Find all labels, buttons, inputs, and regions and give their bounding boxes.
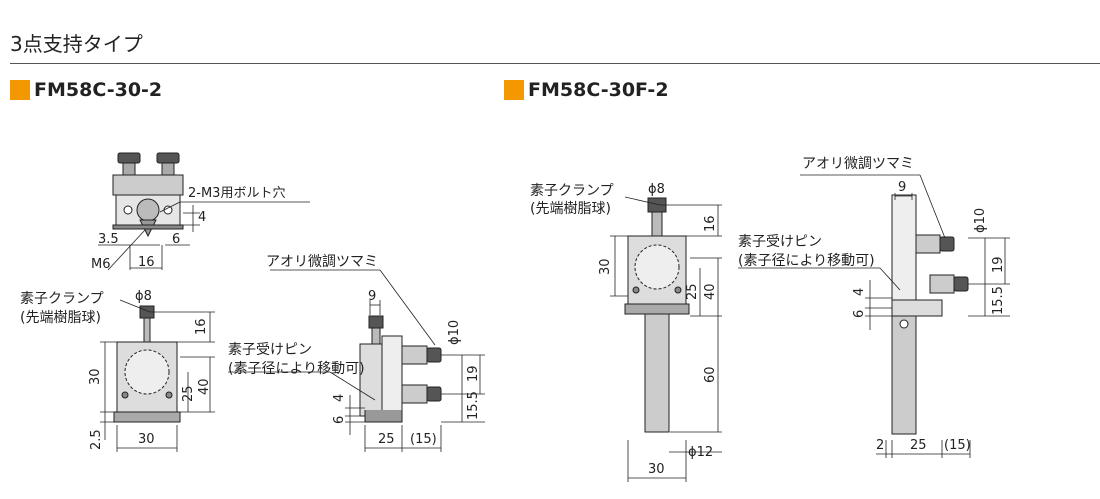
dim-19-left: 19 xyxy=(466,365,481,382)
dim-15-5-left: 15.5 xyxy=(466,391,481,420)
model-heading-right: FM58C-30F-2 xyxy=(504,79,669,101)
orange-square-icon xyxy=(504,80,524,100)
bolt-hole-label: 2-M3用ボルト穴 xyxy=(188,186,285,201)
section-divider xyxy=(10,63,1100,64)
m6-label: M6 xyxy=(91,257,111,272)
dim-19-right: 19 xyxy=(991,256,1006,273)
pin-label-left: 素子受けピン xyxy=(228,342,312,358)
phi10-left: ϕ10 xyxy=(447,320,462,345)
dim-2: 2 xyxy=(876,438,884,453)
dim-40-left: 40 xyxy=(197,378,212,395)
dim-16-right: 16 xyxy=(703,215,718,232)
dim-30-v-left: 30 xyxy=(88,368,103,385)
phi8-left: ϕ8 xyxy=(135,289,152,304)
dim-25-h-left: 25 xyxy=(378,432,395,447)
pin-label-right: 素子受けピン xyxy=(738,234,822,250)
dim-25-h-right: 25 xyxy=(910,438,927,453)
dim-25-v-right: 25 xyxy=(685,283,700,300)
clamp-label-right: 素子クランプ xyxy=(530,183,614,199)
dim-4-right: 4 xyxy=(852,288,867,296)
dim-15p-left: (15) xyxy=(410,432,437,447)
dim-4-left: 4 xyxy=(332,394,347,402)
dim-15p-right: (15) xyxy=(944,438,971,453)
dim-2-5: 2.5 xyxy=(89,429,104,450)
section-title: 3点支持タイプ xyxy=(10,32,143,56)
dim-9-right: 9 xyxy=(898,180,906,195)
dim-30-v-right: 30 xyxy=(598,258,613,275)
dim-25-v-left: 25 xyxy=(181,385,196,402)
dim-3-5: 3.5 xyxy=(98,232,119,247)
clamp-label-left: 素子クランプ xyxy=(20,291,104,307)
dim-6-left: 6 xyxy=(332,416,347,424)
pin-note-left: (素子径により移動可) xyxy=(228,361,365,377)
dim-9-left: 9 xyxy=(368,289,376,304)
dim-16-top: 16 xyxy=(138,255,155,270)
dim-40-right: 40 xyxy=(703,283,718,300)
pin-note-right: (素子径により移動可) xyxy=(738,253,875,269)
left-front-view xyxy=(113,305,181,423)
phi10-right: ϕ10 xyxy=(973,208,988,233)
orange-square-icon xyxy=(10,80,30,100)
model-heading-left: FM58C-30-2 xyxy=(10,79,162,101)
clamp-note-left: (先端樹脂球) xyxy=(20,310,101,326)
tilt-knob-label-left: アオリ微調ツマミ xyxy=(266,254,378,270)
clamp-note-right: (先端樹脂球) xyxy=(530,201,611,217)
dim-16-front: 16 xyxy=(194,318,209,335)
model-name-right: FM58C-30F-2 xyxy=(528,79,669,101)
right-front-view xyxy=(624,197,690,433)
right-side-view xyxy=(891,194,969,435)
dim-4-top: 4 xyxy=(198,210,206,225)
phi8-right: ϕ8 xyxy=(648,182,665,197)
model-name-left: FM58C-30-2 xyxy=(34,79,163,101)
dim-15-5-right: 15.5 xyxy=(991,286,1006,315)
left-side-view xyxy=(359,315,442,423)
dim-30-h-right: 30 xyxy=(648,462,665,477)
tilt-knob-label-right: アオリ微調ツマミ xyxy=(802,156,914,172)
dim-60: 60 xyxy=(703,366,718,383)
left-top-view xyxy=(112,152,184,238)
phi12: ϕ12 xyxy=(688,445,713,460)
dim-6-right: 6 xyxy=(852,310,867,318)
dim-6-top: 6 xyxy=(172,232,180,247)
dim-30-h-left: 30 xyxy=(138,432,155,447)
